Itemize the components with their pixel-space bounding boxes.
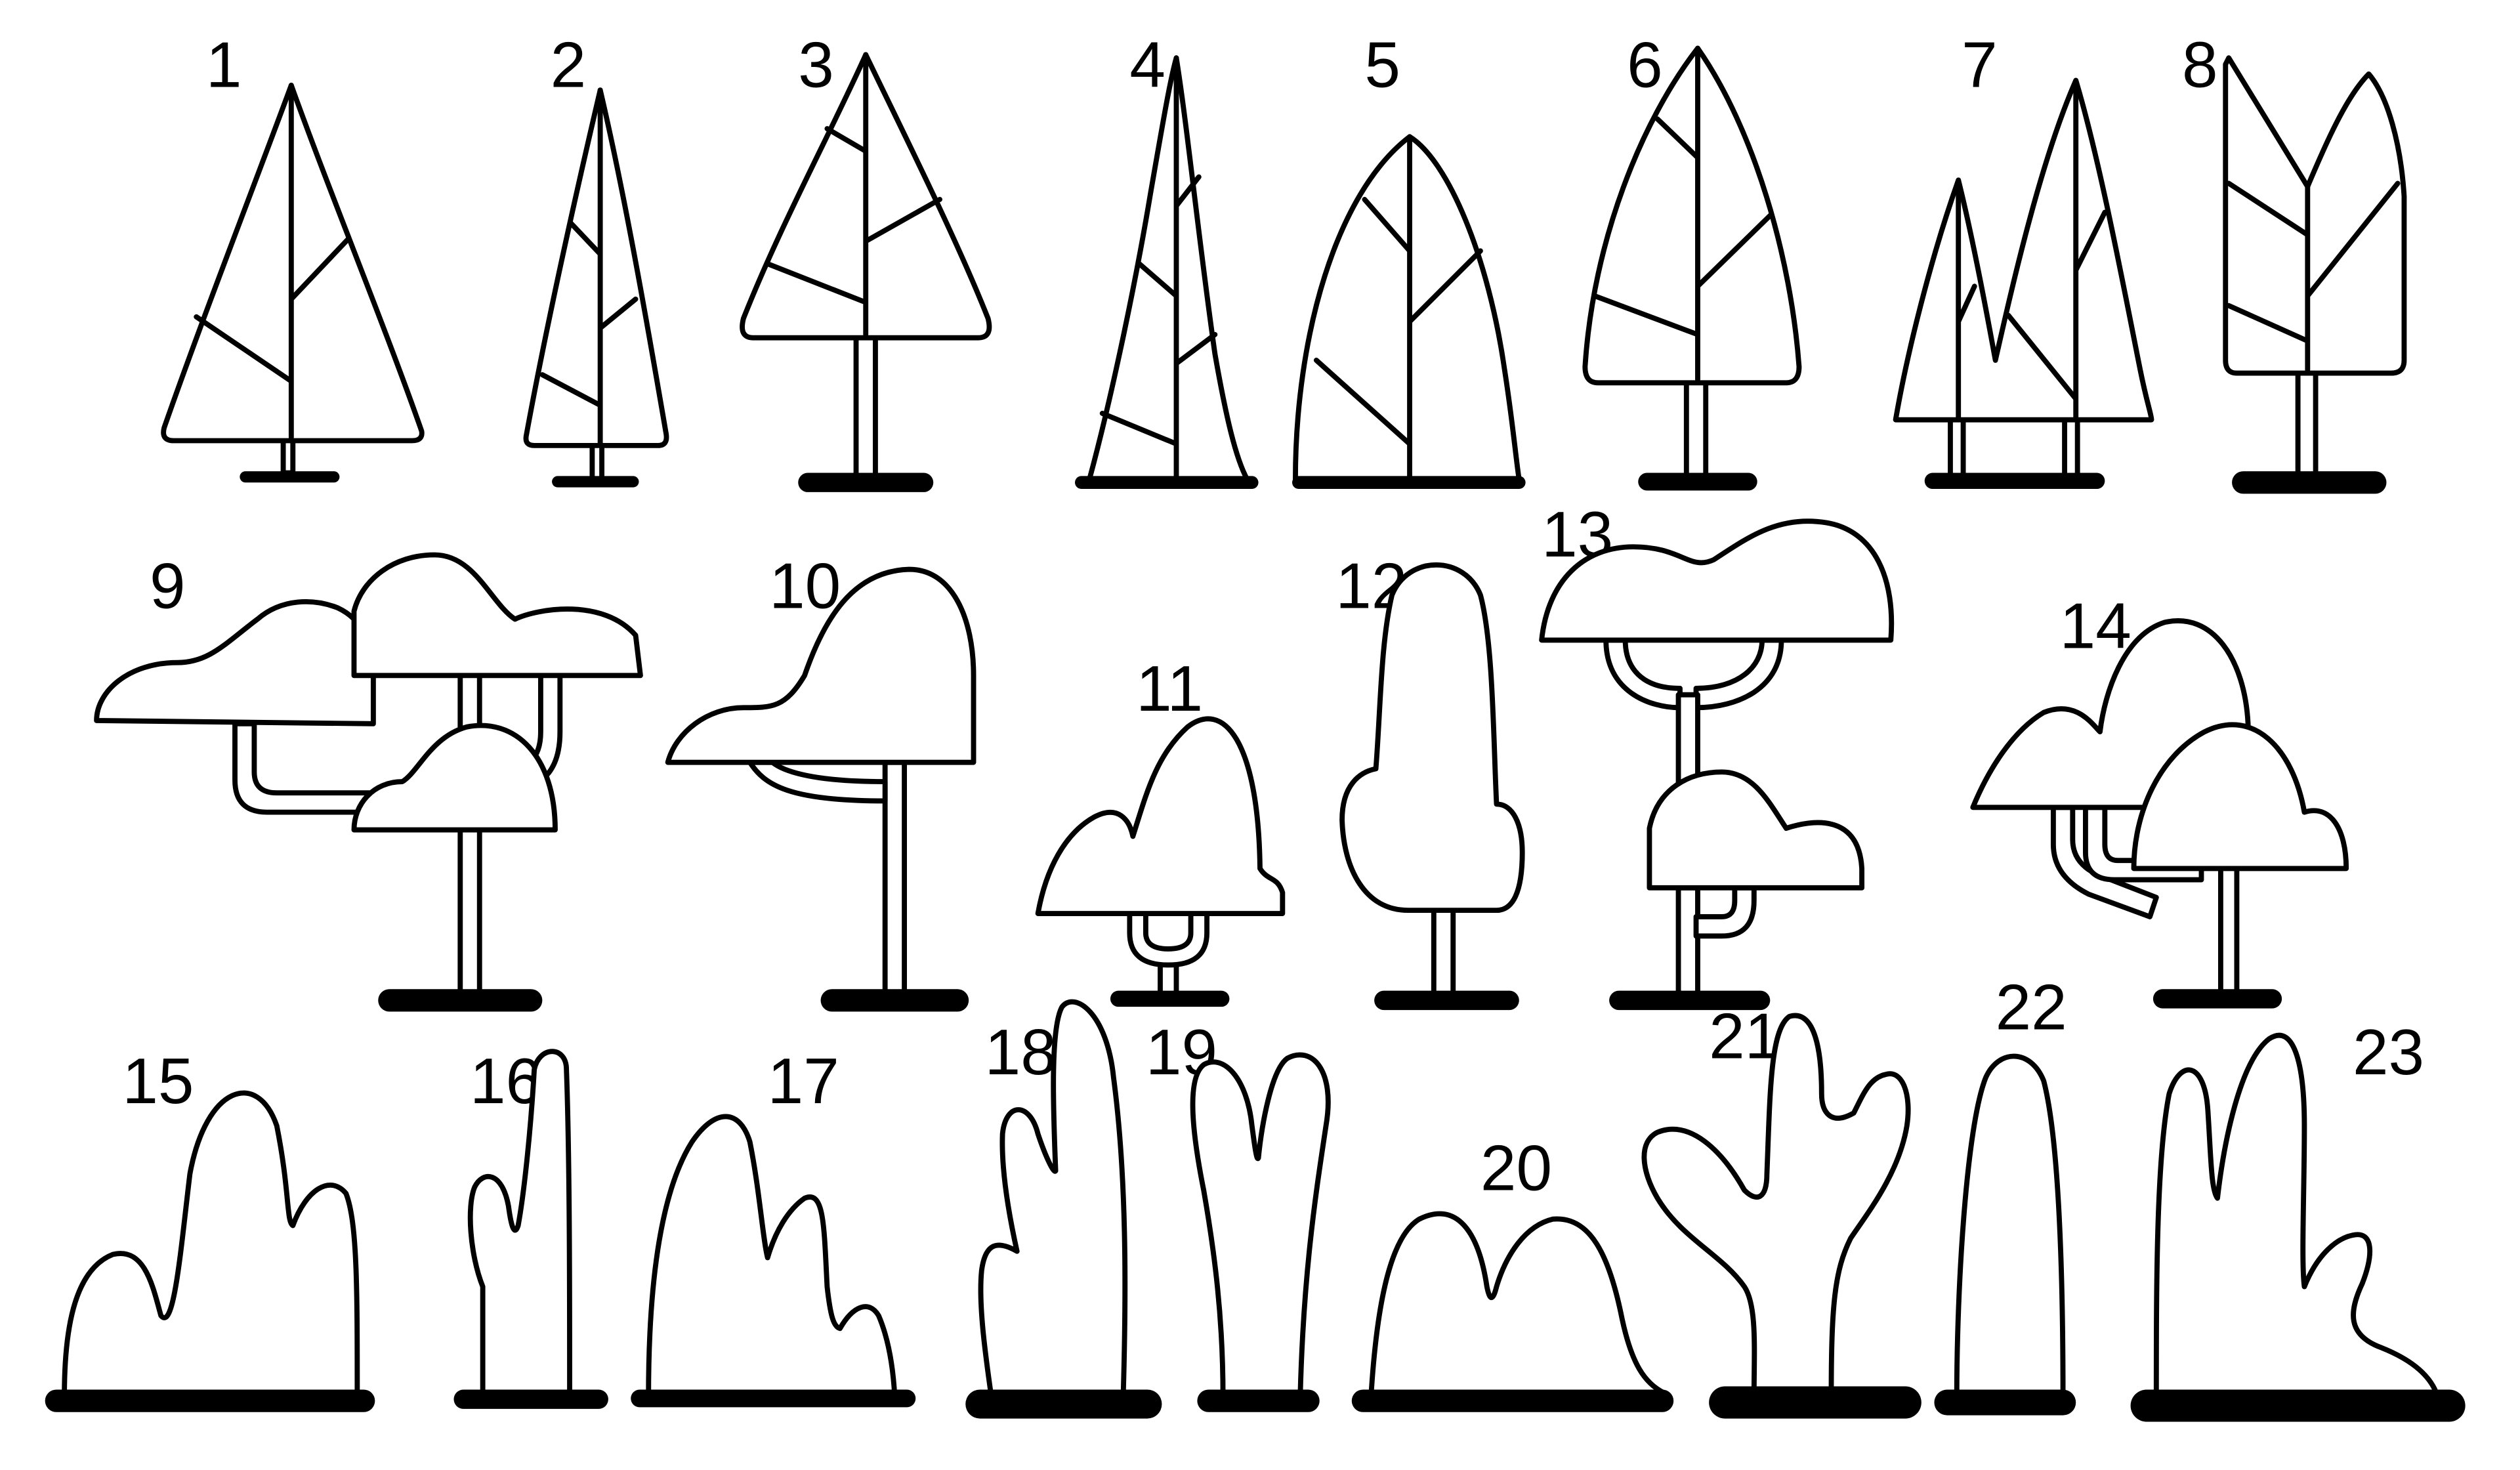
shrub-19: 19 [1146,1016,1331,1412]
tree-4: 4 [1075,28,1259,490]
ground-shadow [2152,989,2282,1009]
shrub-18-number: 18 [985,1016,1057,1088]
ground-shadow [1638,472,1757,491]
tree-9-number: 9 [150,549,186,621]
ground-shadow [552,476,639,488]
shrub-21-number: 21 [1709,1000,1780,1072]
ground-shadow [453,1389,608,1409]
tree-9: 9 [94,549,643,1012]
shrub-20: 20 [1351,1132,1674,1412]
tree-7-number: 7 [1962,28,1998,100]
tree-14-number: 14 [2060,590,2132,662]
tree-11: 11 [1035,652,1286,1007]
shrub-18: 18 [965,999,1162,1419]
shrub-22-number: 22 [1996,971,2067,1043]
ground-shadow [240,471,340,483]
ground-shadow [1934,1389,2076,1416]
tree-6-number: 6 [1627,28,1663,100]
tree-2-number: 2 [551,28,587,100]
tree-14: 14 [1970,590,2349,1009]
tree-13: 13 [1539,498,1895,1011]
ground-shadow [1292,476,1526,490]
tree-5-number: 5 [1364,28,1400,100]
tree-4-number: 4 [1129,28,1166,100]
tree-5: 5 [1292,28,1526,490]
ground-shadow [2232,471,2387,494]
ground-shadow [1709,1386,1922,1419]
tree-10: 10 [665,549,976,1012]
ground-shadow [1374,990,1519,1011]
shrub-23-number: 23 [2353,1016,2424,1088]
tree-2: 2 [523,28,669,488]
ground-shadow [1609,990,1771,1011]
tree-1-number: 1 [206,28,242,100]
tree-3: 3 [740,28,992,492]
ground-shadow [1924,472,2105,490]
ground-shadow [965,1389,1162,1419]
tree-12: 12 [1335,549,1525,1011]
shrub-23: 23 [2130,1016,2466,1422]
tree-11-number: 11 [1136,652,1203,724]
ground-shadow [1197,1389,1320,1412]
shrub-17-number: 17 [768,1045,839,1117]
shrub-16: 16 [453,1045,608,1409]
tree-3-number: 3 [798,28,834,100]
shrub-15: 15 [45,1045,375,1412]
shrub-21: 21 [1641,1000,1922,1419]
ground-shadow [2130,1389,2466,1422]
ground-shadow [378,989,543,1012]
shrub-15-number: 15 [122,1045,194,1117]
tree-10-number: 10 [769,549,841,621]
ground-shadow [45,1389,375,1412]
tree-8: 8 [2182,28,2407,494]
ground-shadow [1075,476,1259,490]
shrub-20-number: 20 [1480,1132,1552,1204]
ground-shadow [1351,1389,1674,1412]
ground-shadow [1110,990,1230,1007]
shrub-17: 17 [631,1045,916,1408]
tree-1: 1 [161,28,425,483]
ground-shadow [820,989,969,1012]
tree-6: 6 [1582,28,1802,491]
ground-shadow [798,472,934,492]
tree-8-number: 8 [2182,28,2218,100]
tree-7: 7 [1893,28,2154,490]
ground-shadow [631,1389,916,1408]
shrub-22: 22 [1934,971,2076,1416]
